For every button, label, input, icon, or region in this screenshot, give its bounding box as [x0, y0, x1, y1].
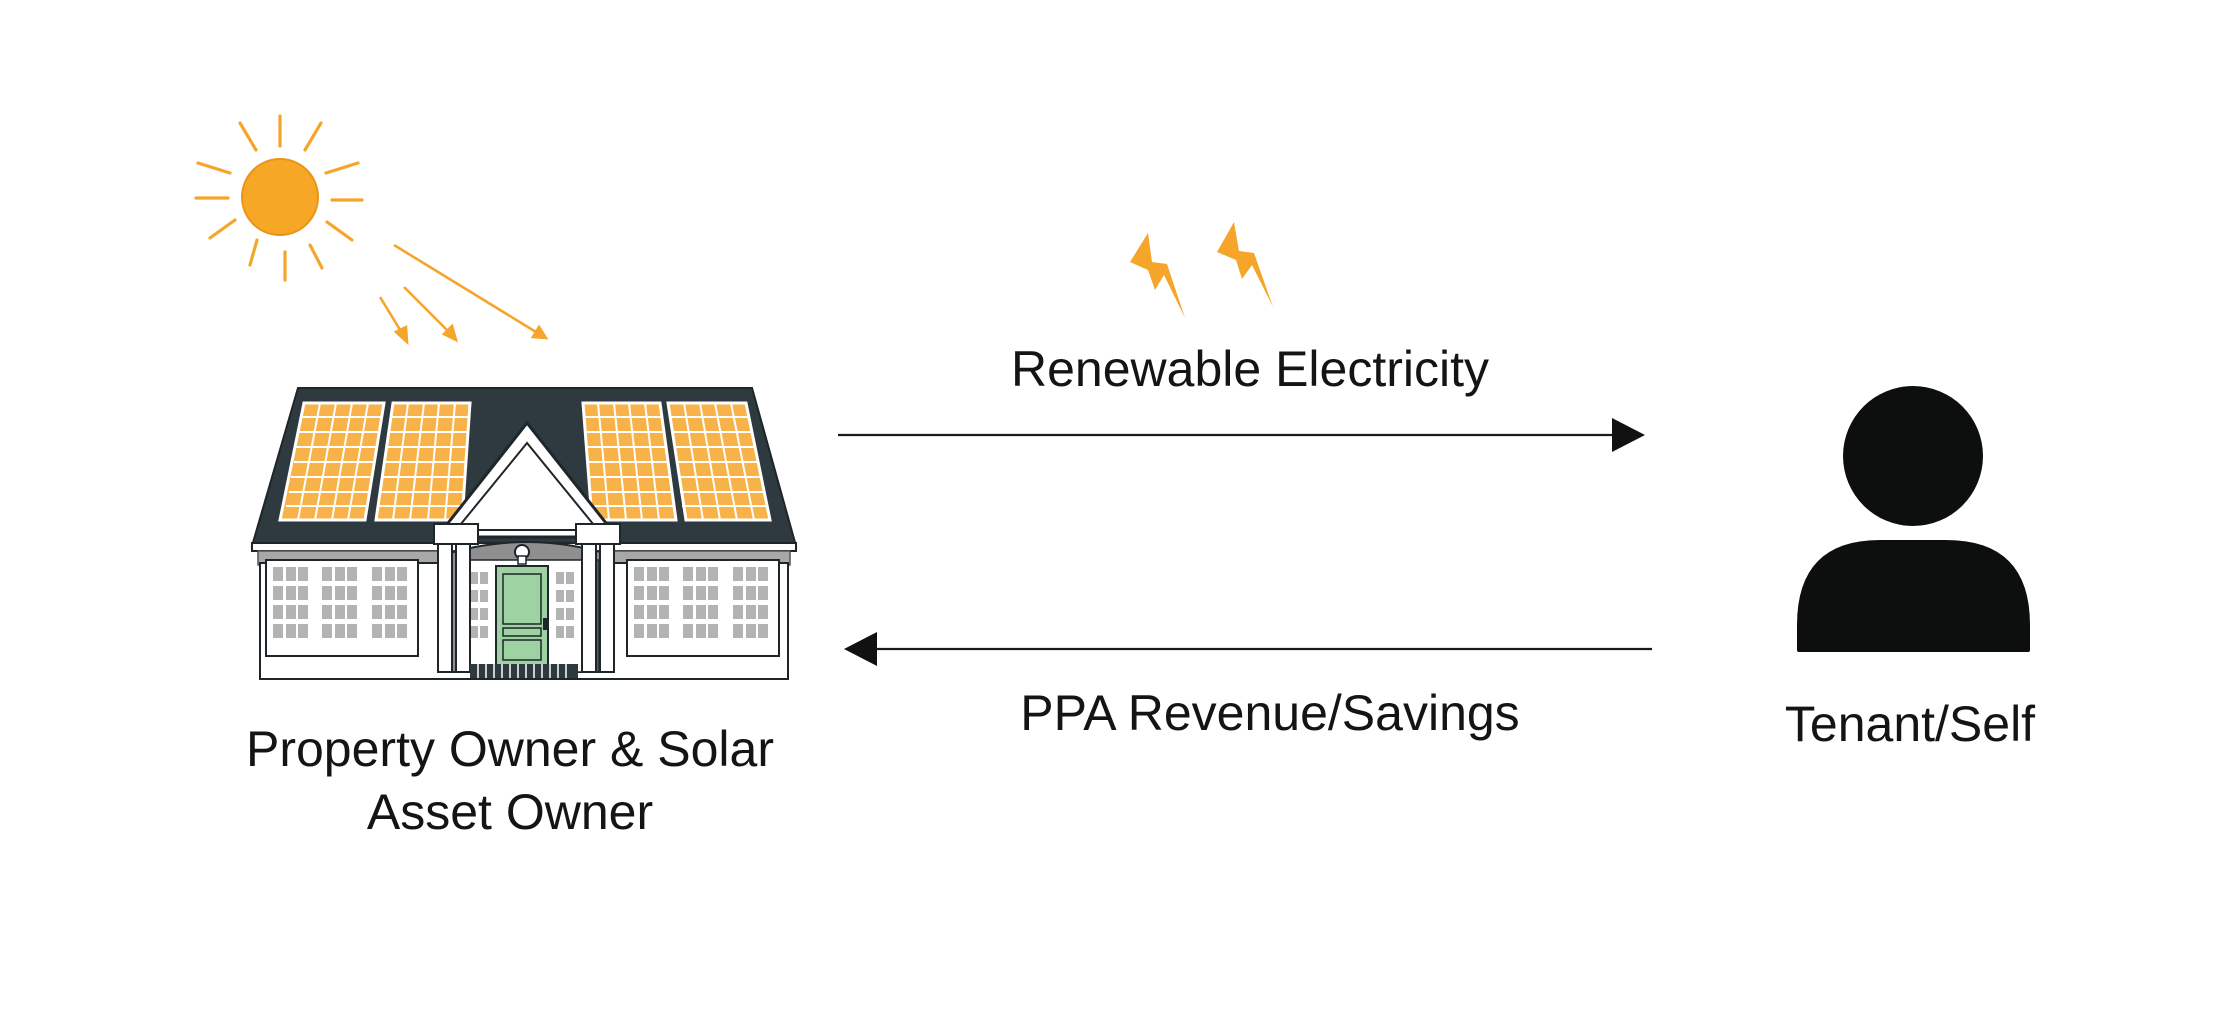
window-left	[265, 559, 419, 657]
sun-ray-arrows	[378, 243, 549, 346]
renewable-electricity-label: Renewable Electricity	[1011, 341, 1489, 397]
lightning-bolt-icon	[1130, 222, 1273, 318]
solar-panel-left-2	[374, 401, 472, 522]
ppa-revenue-label: PPA Revenue/Savings	[1020, 685, 1520, 741]
house-with-solar-panels-icon	[250, 387, 798, 680]
ppa-revenue-arrow	[844, 632, 1652, 666]
tenant-label: Tenant/Self	[1784, 696, 2036, 752]
solar-panel-left-1	[278, 401, 386, 522]
front-door	[495, 565, 549, 667]
person-icon	[1797, 386, 2030, 652]
sun-icon	[194, 114, 364, 282]
property-owner-label-line2: Asset Owner	[366, 784, 654, 840]
porch	[433, 523, 621, 678]
renewable-electricity-arrow	[838, 418, 1645, 452]
property-owner-label: Property Owner & Solar Asset Owner	[205, 718, 815, 844]
solar-panel-right-1	[581, 401, 678, 522]
solar-panel-right-2	[666, 401, 772, 522]
property-owner-label-line1: Property Owner & Solar	[246, 721, 774, 777]
window-right	[626, 559, 780, 657]
